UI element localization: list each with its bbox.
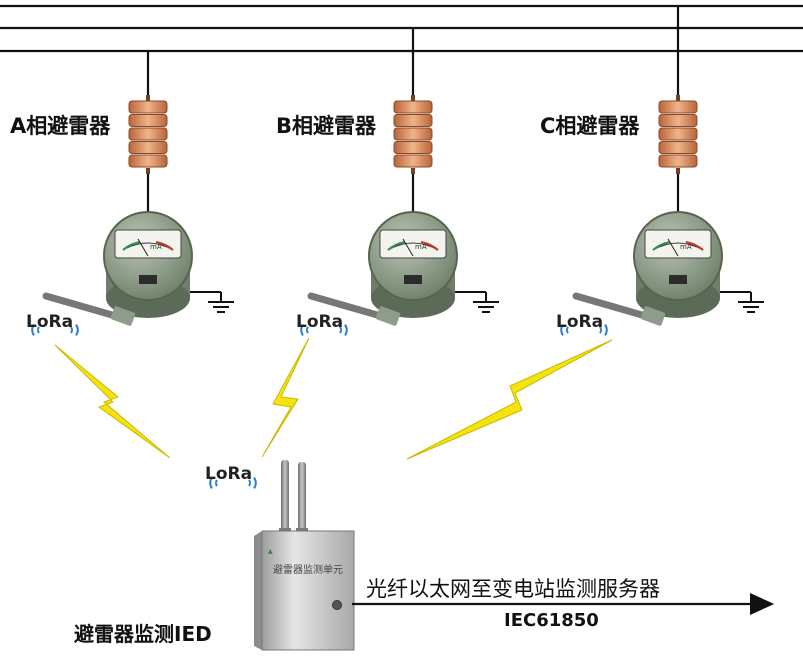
bus-bars bbox=[0, 4, 803, 53]
monitor-meter-a: mA bbox=[42, 211, 234, 326]
phase-label-b: B相避雷器 bbox=[276, 114, 377, 138]
ied-antenna-left bbox=[281, 460, 289, 532]
ied-label: 避雷器监测IED bbox=[74, 622, 212, 646]
lora-label-c: LoRa bbox=[556, 312, 604, 332]
protocol-label: IEC61850 bbox=[504, 610, 599, 631]
lightning-bolt-b bbox=[261, 337, 310, 458]
lora-wave-group bbox=[31, 324, 608, 489]
ied-cabinet-door bbox=[261, 530, 355, 651]
phase-label-a: A相避雷器 bbox=[10, 114, 111, 138]
meter-unit-a: mA bbox=[150, 243, 162, 251]
lora-wave-icon-c bbox=[560, 324, 608, 336]
ied-cabinet: 避雷器监测单元 ▲ bbox=[254, 460, 355, 651]
ied-door-lock bbox=[332, 600, 342, 610]
ied-antenna-right bbox=[298, 462, 306, 532]
lora-label-b: LoRa bbox=[296, 312, 344, 332]
monitor-meter-b: mA bbox=[307, 211, 499, 326]
arrester-c bbox=[658, 95, 698, 174]
arrester-b bbox=[393, 95, 433, 174]
arrester-group bbox=[128, 95, 698, 174]
lightning-bolt-a bbox=[54, 344, 171, 459]
meter-unit-b: mA bbox=[415, 243, 427, 251]
phase-label-c: C相避雷器 bbox=[540, 114, 640, 138]
lora-wave-icon-ied bbox=[209, 477, 257, 489]
arrester-a bbox=[128, 95, 168, 174]
lora-wave-icon-b bbox=[300, 324, 348, 336]
lightning-bolt-c bbox=[406, 339, 613, 460]
svg-text:▲: ▲ bbox=[268, 548, 273, 555]
ied-panel-text: 避雷器监测单元 bbox=[273, 563, 343, 576]
meter-unit-c: mA bbox=[680, 243, 692, 251]
lora-wave-icon-a bbox=[31, 324, 79, 336]
wireless-links bbox=[54, 337, 613, 460]
monitor-meter-c: mA bbox=[572, 211, 764, 326]
lora-label-a: LoRa bbox=[26, 312, 74, 332]
meter-group: mA mA mA bbox=[42, 211, 764, 326]
lora-label-ied: LoRa bbox=[205, 464, 253, 484]
uplink-label: 光纤以太网至变电站监测服务器 bbox=[366, 577, 660, 601]
